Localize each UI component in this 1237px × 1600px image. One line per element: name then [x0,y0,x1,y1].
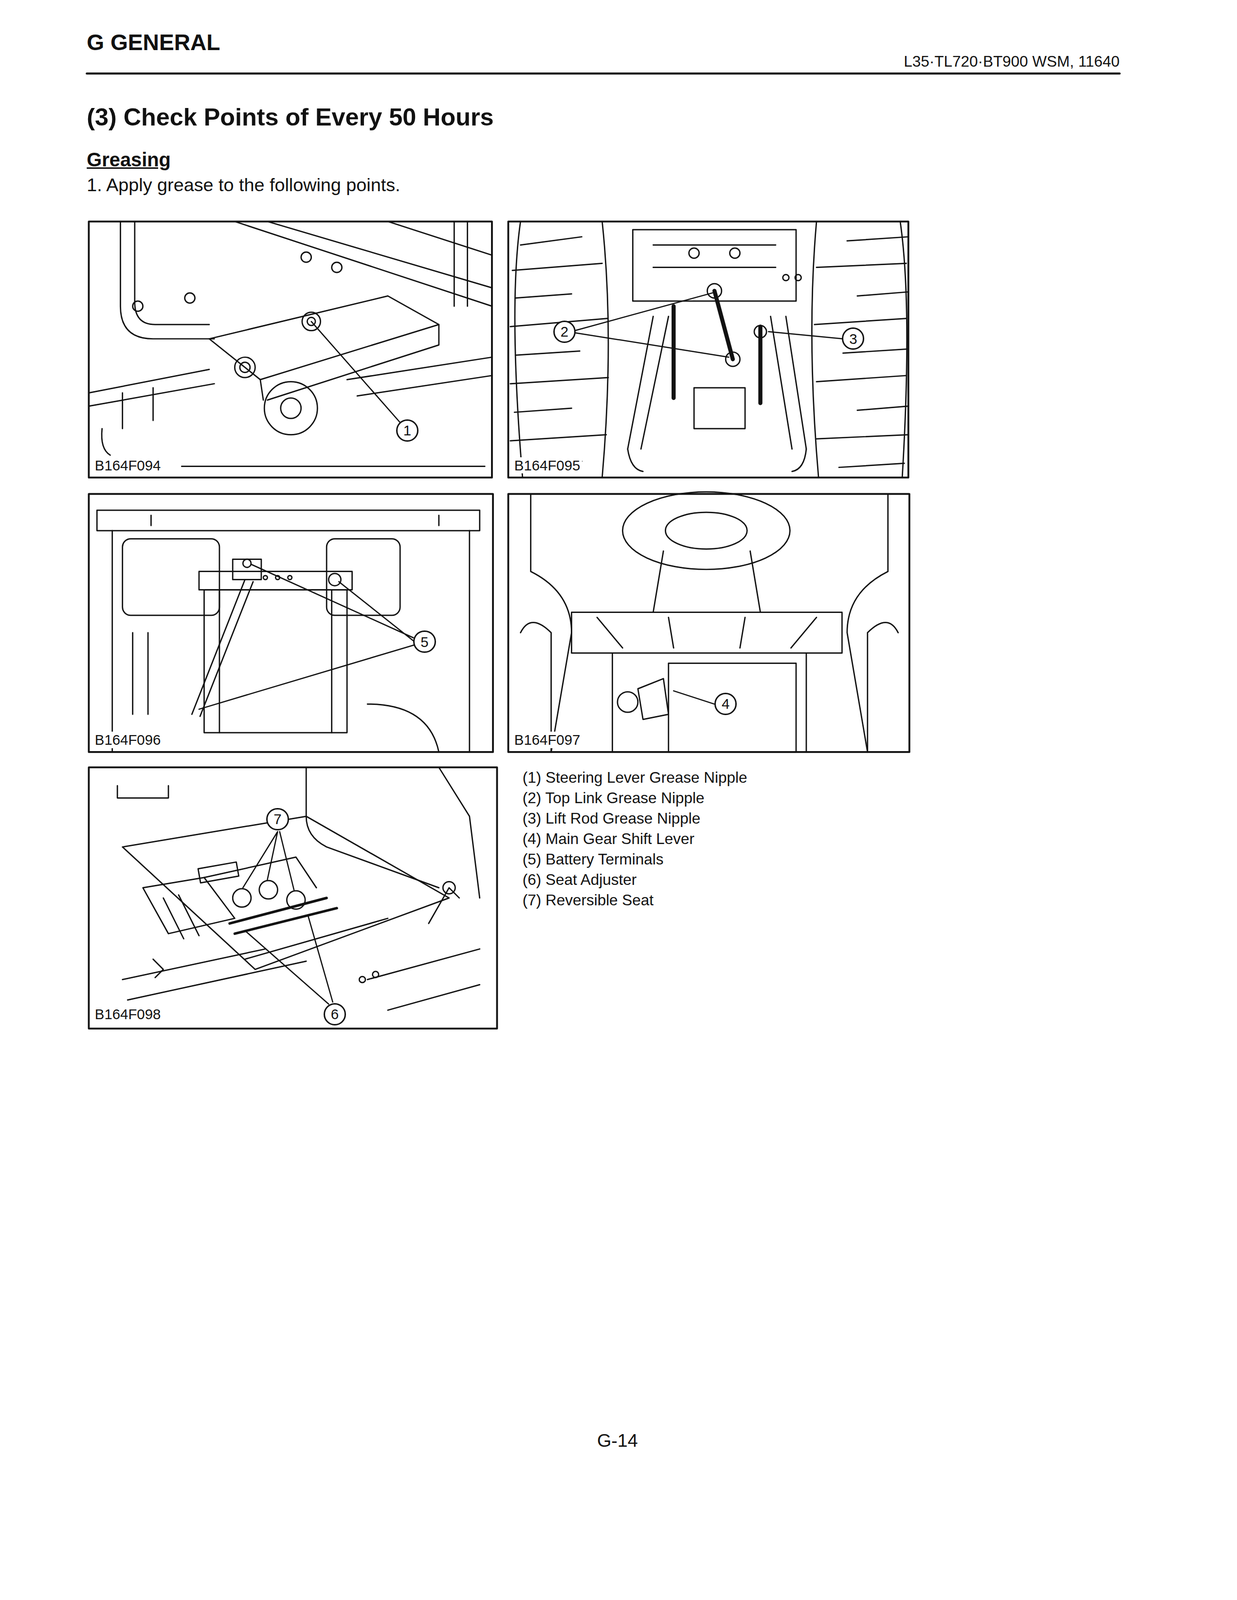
page-title: (3) Check Points of Every 50 Hours [86,103,494,132]
callout-number: 4 [714,692,737,716]
legend-item: (3) Lift Rod Grease Nipple [522,810,701,828]
callout-number: 3 [841,327,865,350]
figure-code: B164F095 [512,457,583,474]
page-number: G-14 [597,1430,638,1452]
callout-number: 6 [323,1003,346,1026]
figure-code: B164F097 [512,731,583,749]
legend-item: (5) Battery Terminals [522,851,664,869]
figure-code: B164F096 [92,731,164,749]
legend-item: (1) Steering Lever Grease Nipple [522,769,748,787]
manual-reference: L35·TL720·BT900 WSM, 11640 [903,53,1120,71]
legend-item: (7) Reversible Seat [522,891,654,910]
section-header: G GENERAL [86,29,220,56]
legend-item: (2) Top Link Grease Nipple [522,789,705,808]
callout-number: 2 [553,320,576,344]
legend-item: (4) Main Gear Shift Lever [522,830,695,849]
callout-number: 7 [266,808,289,831]
callout-number: 5 [413,630,436,654]
legend-item: (6) Seat Adjuster [522,871,637,890]
figure-code: B164F098 [92,1006,164,1023]
instruction-text: 1. Apply grease to the following points. [86,174,401,196]
subsection-heading: Greasing [86,148,171,172]
callout-number: 1 [396,419,419,442]
figure-code: B164F094 [92,457,164,474]
